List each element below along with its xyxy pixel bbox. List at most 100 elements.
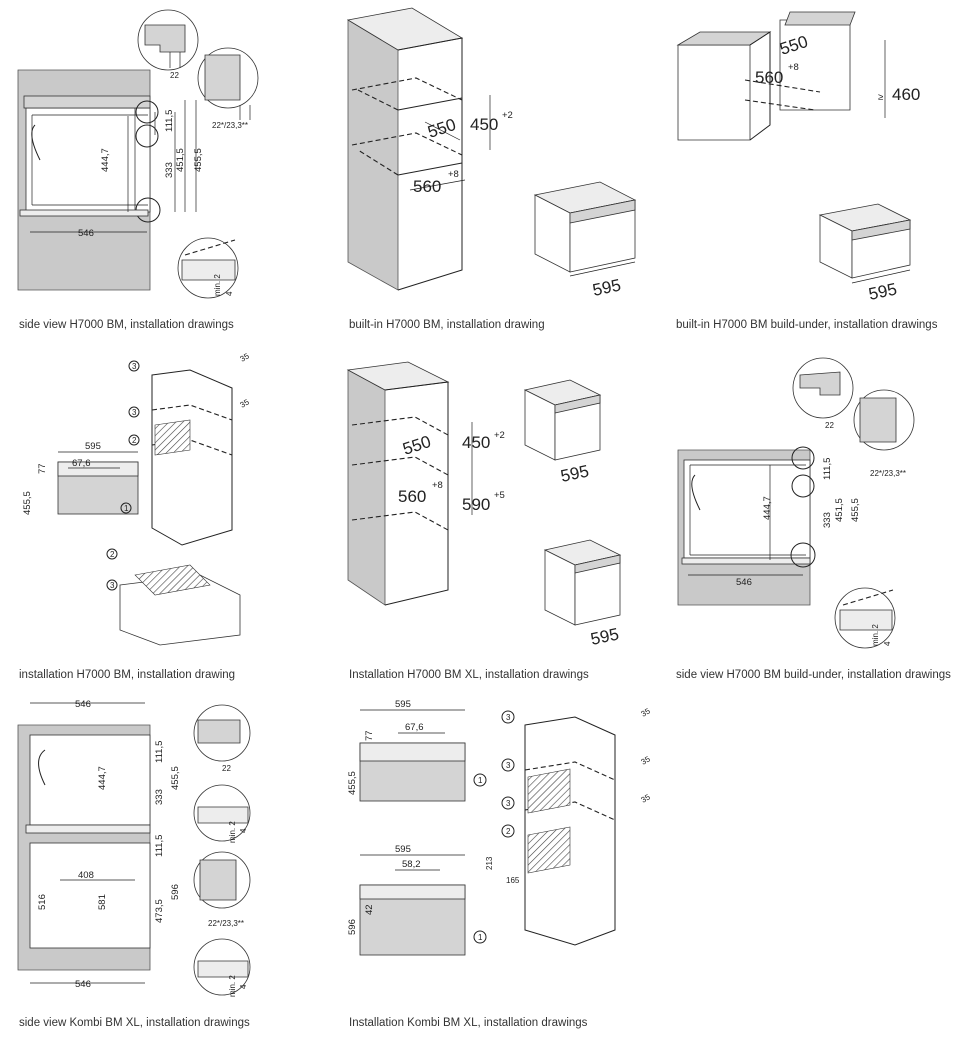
- panel-build-under-h7000-bm: 460 ≥ 550 560 +8 595 built-in H7000 BM b…: [660, 0, 960, 340]
- dim-35: 35: [640, 792, 653, 805]
- caption: side view H7000 BM, installation drawing…: [19, 319, 234, 331]
- dim-22-23-3: 22*/23,3**: [212, 121, 248, 130]
- panel-built-in-h7000-bm: 450 +2 550 560 +8 595 built-in H7000 BM,…: [330, 0, 650, 340]
- dim-450: 450: [462, 433, 490, 452]
- dim-111-5: 111,5: [154, 741, 165, 763]
- caption: side view Kombi BM XL, installation draw…: [19, 1017, 250, 1029]
- dim-455-5: 455,5: [347, 771, 358, 795]
- dim-455-5: 455,5: [170, 766, 181, 790]
- drawing-installation-h7000-bm: 595 67,6 77 455,5 1 3 3 2 35 35 2 3: [22, 351, 252, 646]
- dim-560-tolerance: +8: [788, 62, 799, 73]
- dim-451-5: 451,5: [834, 498, 845, 522]
- dim-581: 581: [97, 894, 108, 910]
- dim-408: 408: [78, 870, 94, 881]
- dim-35: 35: [239, 351, 252, 364]
- dim-595: 595: [591, 275, 623, 299]
- dim-595: 595: [867, 279, 899, 303]
- callout-1: 1: [124, 504, 129, 513]
- drawing-installation-h7000-bm-xl: 550 560 +8 450 +2 590 +5 595 595: [346, 361, 622, 649]
- dim-450-tolerance: +2: [494, 430, 505, 441]
- dim-460: 460: [892, 85, 920, 104]
- drawing-built-in-h7000-bm: 450 +2 550 560 +8 595: [346, 7, 637, 300]
- callout-1: 1: [478, 776, 483, 785]
- dim-455-5: 455,5: [850, 498, 861, 522]
- dim-67-6: 67,6: [405, 722, 424, 733]
- dim-min-2: min. 2: [228, 975, 237, 997]
- callout-3: 3: [132, 362, 137, 371]
- callout-2: 2: [110, 550, 115, 559]
- dim-444-7: 444,7: [97, 766, 108, 790]
- dim-450-tolerance: +2: [502, 110, 513, 121]
- dim-67-6: 67,6: [72, 458, 91, 469]
- dim-4: 4: [239, 984, 248, 989]
- dim-560: 560: [413, 177, 441, 196]
- dim-min-2: min. 2: [228, 821, 237, 843]
- dim-22: 22: [170, 71, 179, 80]
- dim-min-2: min. 2: [213, 274, 222, 296]
- dim-546: 546: [736, 577, 752, 588]
- dim-213: 213: [485, 856, 494, 870]
- callout-2: 2: [132, 436, 137, 445]
- dim-111-5: 111,5: [164, 110, 175, 132]
- dim-22-23-3: 22*/23,3**: [208, 919, 244, 928]
- callout-3: 3: [506, 799, 511, 808]
- dim-111-5: 111,5: [822, 458, 833, 480]
- dim-596: 596: [347, 919, 358, 935]
- dim-455-5: 455,5: [193, 148, 204, 172]
- dim-596: 596: [170, 884, 181, 900]
- drawing-side-view-build-under: 444,7 111,5 333 451,5 455,5 546 22 22*/2…: [677, 357, 915, 649]
- dim-455-5: 455,5: [22, 491, 33, 515]
- panel-installation-h7000-bm-xl: 550 560 +8 450 +2 590 +5 595 595 Install…: [330, 350, 650, 690]
- caption: built-in H7000 BM build-under, installat…: [676, 319, 938, 331]
- dim-595: 595: [559, 461, 591, 485]
- dim-35: 35: [239, 397, 252, 410]
- dim-590: 590: [462, 495, 490, 514]
- dim-595: 595: [395, 844, 411, 855]
- dim-ge: ≥: [878, 92, 883, 103]
- dim-35: 35: [640, 754, 653, 767]
- panel-installation-kombi-bm-xl: 595 67,6 77 455,5 1 595 58,2 42 596 1 3 …: [330, 695, 660, 1040]
- dim-450: 450: [470, 115, 498, 134]
- callout-3: 3: [110, 581, 115, 590]
- drawing-side-view-h7000-bm: 444,7 111,5 333 451,5 455,5 546 22 22*/2…: [17, 9, 259, 299]
- callout-2: 2: [506, 827, 511, 836]
- callout-3: 3: [506, 713, 511, 722]
- panel-side-view-kombi-bm-xl: 546 546 408 444,7 516 581 111,5 333 455,…: [0, 695, 320, 1040]
- dim-35: 35: [640, 706, 653, 719]
- dim-333: 333: [822, 512, 833, 528]
- caption: Installation H7000 BM XL, installation d…: [349, 669, 589, 681]
- dim-333: 333: [154, 789, 165, 805]
- dim-77: 77: [364, 730, 375, 741]
- dim-550: 550: [425, 115, 458, 142]
- caption: built-in H7000 BM, installation drawing: [349, 319, 545, 331]
- dim-min-2: min. 2: [871, 624, 880, 646]
- dim-560-tolerance: +8: [448, 169, 459, 180]
- dim-595: 595: [395, 699, 411, 710]
- callout-3: 3: [132, 408, 137, 417]
- dim-550: 550: [400, 432, 433, 459]
- dim-473-5: 473,5: [154, 899, 165, 923]
- dim-451-5: 451,5: [175, 148, 186, 172]
- panel-installation-h7000-bm: 595 67,6 77 455,5 1 3 3 2 35 35 2 3 inst…: [0, 350, 320, 690]
- callout-3: 3: [506, 761, 511, 770]
- caption: side view H7000 BM build-under, installa…: [676, 669, 951, 681]
- dim-516: 516: [37, 894, 48, 910]
- dim-560-tolerance: +8: [432, 480, 443, 491]
- dim-42: 42: [364, 904, 375, 915]
- dim-595: 595: [589, 624, 621, 648]
- dim-546: 546: [78, 228, 94, 239]
- caption: Installation Kombi BM XL, installation d…: [349, 1017, 588, 1029]
- drawing-side-view-kombi-bm-xl: 546 546 408 444,7 516 581 111,5 333 455,…: [17, 699, 251, 997]
- dim-22: 22: [222, 764, 231, 773]
- dim-590-tolerance: +5: [494, 490, 505, 501]
- dim-22-23-3: 22*/23,3**: [870, 469, 906, 478]
- dim-4: 4: [883, 641, 892, 646]
- dim-165: 165: [506, 876, 520, 885]
- dim-560: 560: [398, 487, 426, 506]
- caption: installation H7000 BM, installation draw…: [19, 669, 236, 681]
- dim-444-7: 444,7: [762, 496, 773, 520]
- dim-4: 4: [225, 291, 234, 296]
- dim-4: 4: [239, 828, 248, 833]
- dim-546: 546: [75, 979, 91, 990]
- panel-side-view-build-under: 444,7 111,5 333 451,5 455,5 546 22 22*/2…: [660, 350, 960, 690]
